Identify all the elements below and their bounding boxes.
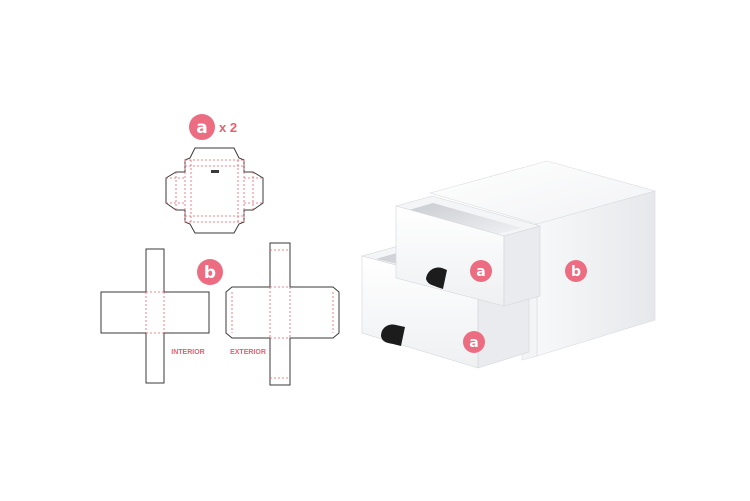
upper-ribbon-handle bbox=[426, 267, 447, 289]
lower-drawer-badge-letter: a bbox=[469, 335, 478, 351]
dieline-b-group: b INTERIOR EXTERIOR bbox=[100, 242, 340, 386]
badge-b-letter: b bbox=[204, 263, 216, 283]
exterior-dieline-outline bbox=[225, 242, 340, 386]
badge-a-circle bbox=[189, 114, 215, 140]
interior-label: INTERIOR bbox=[171, 349, 204, 356]
dieline-a-group: a x 2 bbox=[165, 114, 264, 234]
badge-b-circle bbox=[197, 259, 223, 285]
lower-drawer-badge-circle bbox=[463, 331, 485, 353]
sleeve-badge-circle bbox=[565, 260, 587, 282]
sleeve-badge-letter: b bbox=[571, 264, 581, 280]
quantity-label: x 2 bbox=[219, 120, 237, 135]
exterior-dieline-folds bbox=[231, 249, 334, 379]
badge-a-letter: a bbox=[196, 118, 207, 138]
thumb-notch-slot bbox=[211, 170, 219, 173]
lower-ribbon-handle bbox=[381, 324, 405, 346]
upper-drawer-badge-circle bbox=[470, 260, 492, 282]
dieline-a-outline bbox=[165, 147, 264, 234]
box-3d-render: b a a bbox=[360, 160, 657, 369]
dieline-a-folds bbox=[166, 159, 263, 223]
interior-dieline-folds bbox=[145, 291, 165, 334]
exterior-label: EXTERIOR bbox=[230, 349, 266, 356]
upper-drawer-front-face bbox=[503, 225, 541, 307]
interior-dieline-outline bbox=[100, 248, 210, 384]
upper-drawer-badge-letter: a bbox=[476, 264, 485, 280]
upper-drawer-cavity bbox=[409, 203, 522, 234]
